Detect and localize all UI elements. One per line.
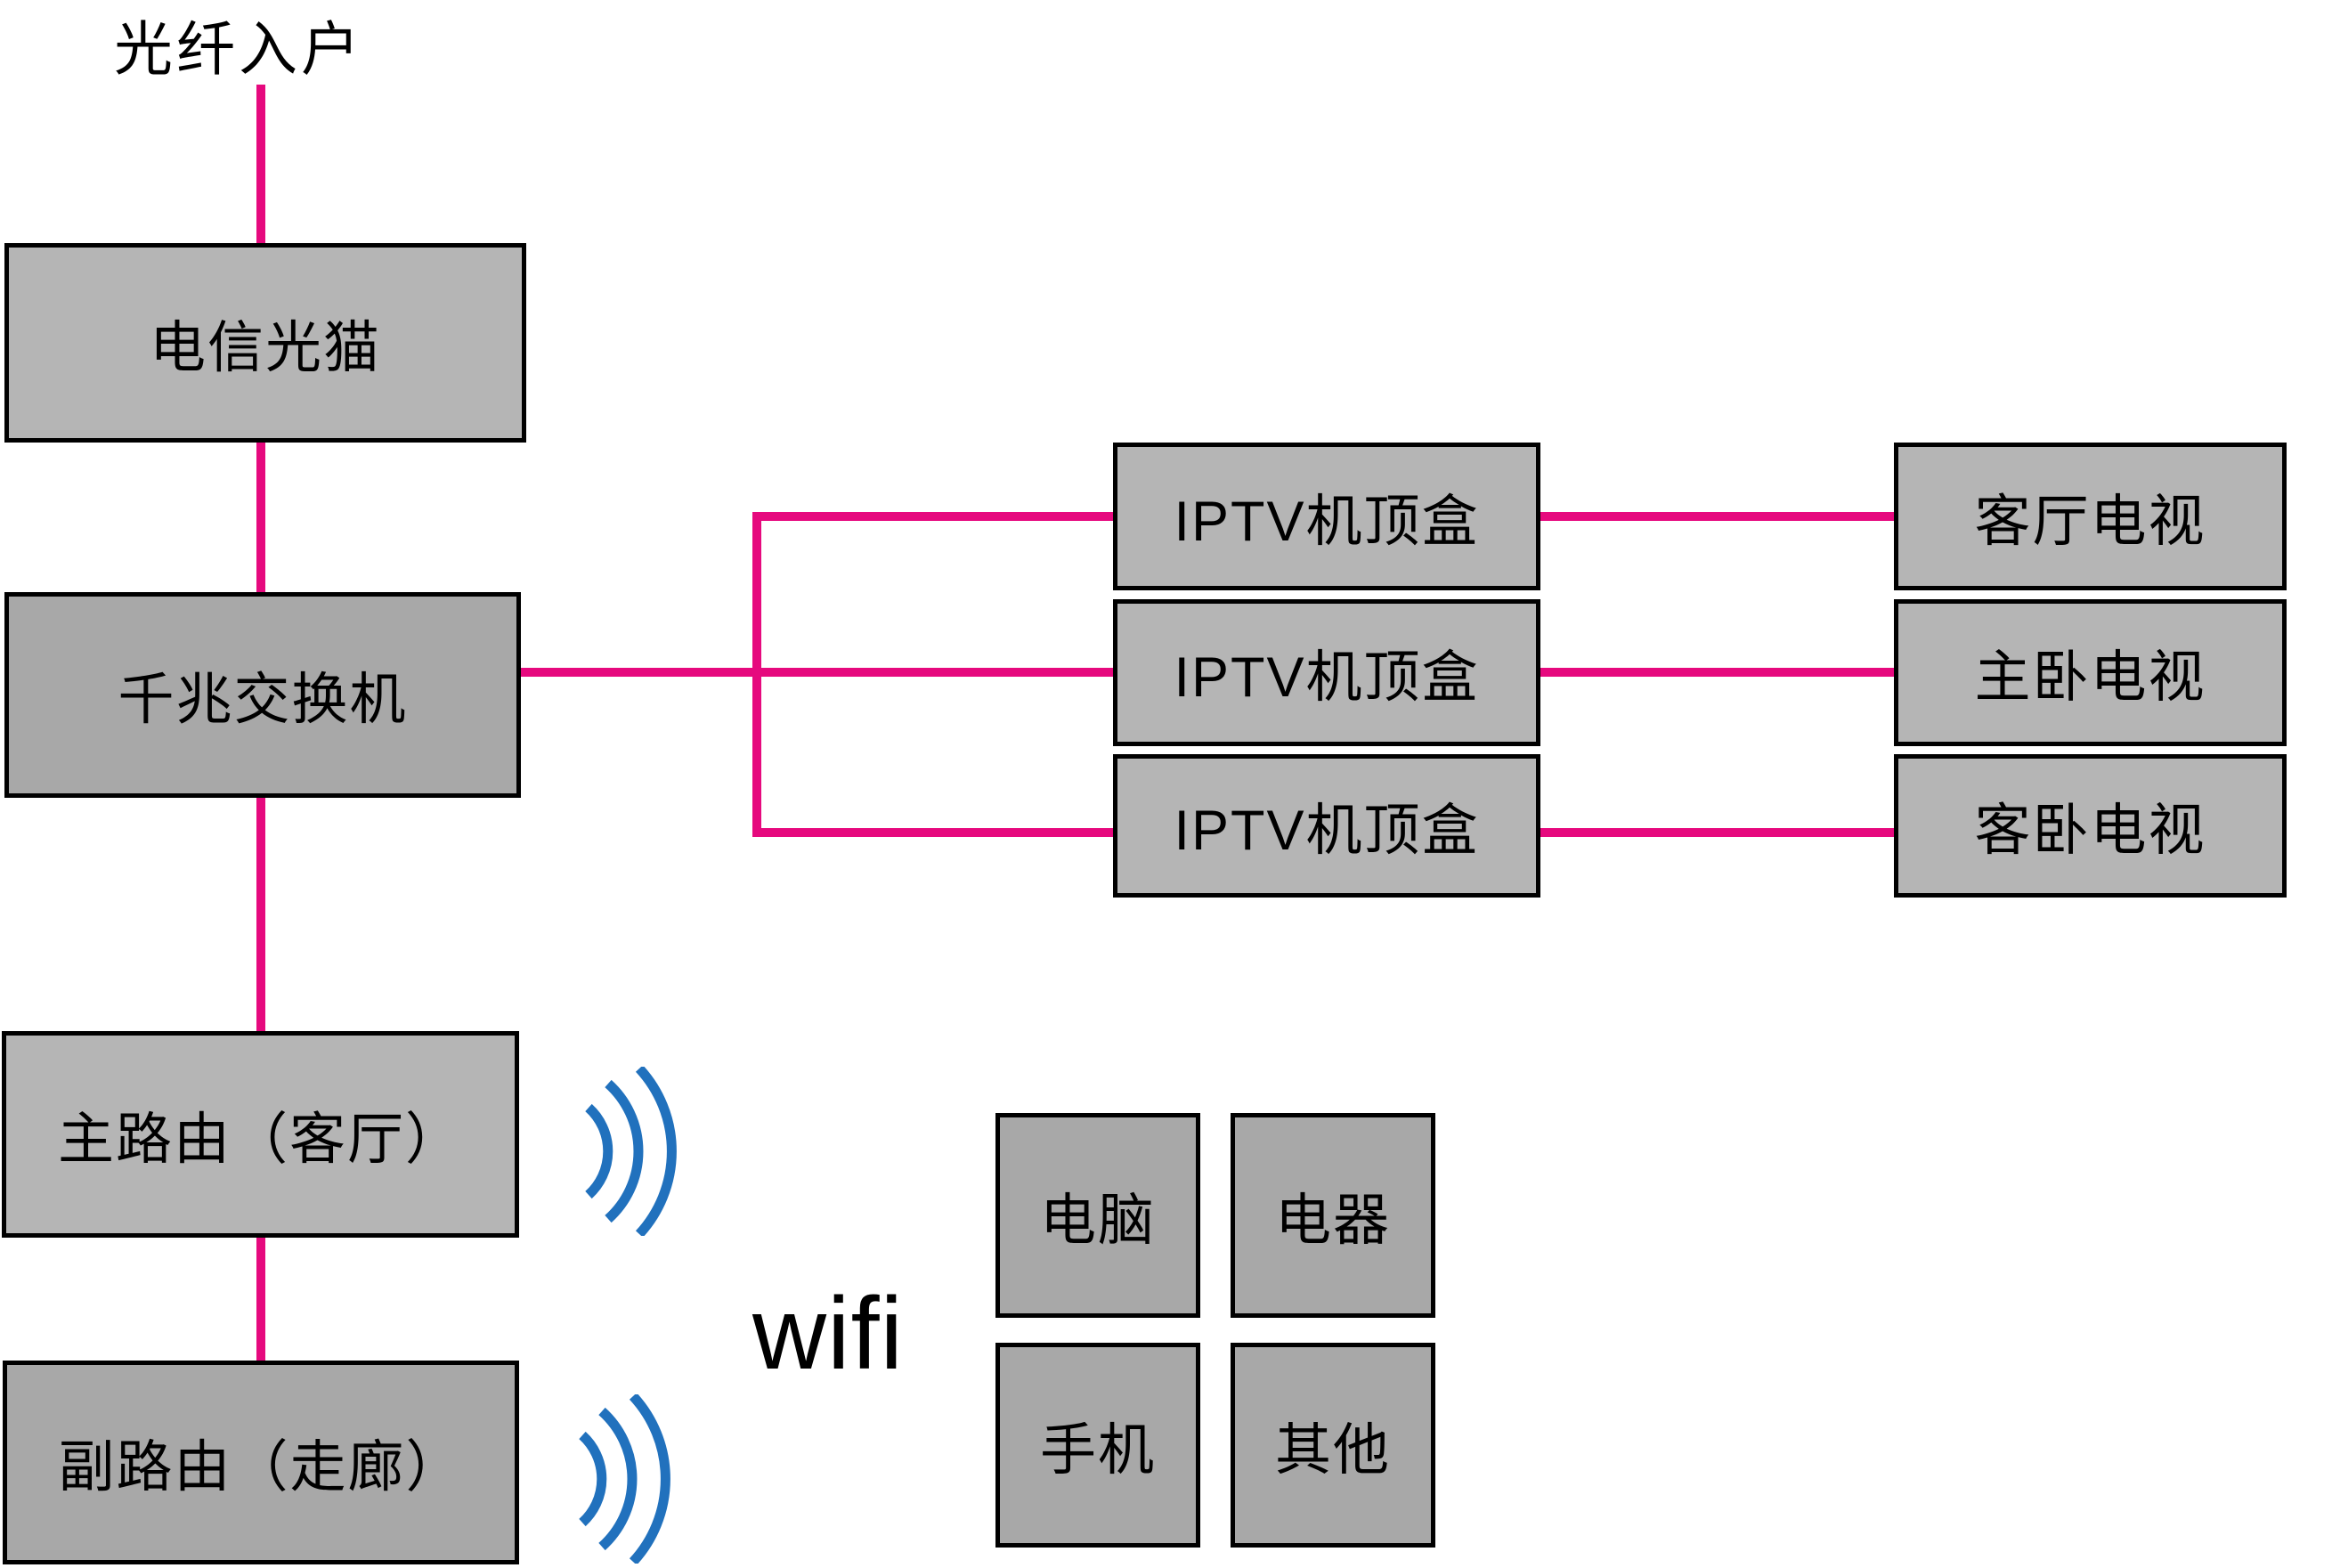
node-device-phone: 手机 bbox=[995, 1343, 1200, 1548]
link-iptv3-tv-guest bbox=[1540, 828, 1894, 837]
node-tv-master-bedroom: 主卧电视 bbox=[1894, 599, 2287, 746]
node-tv-living-room: 客厅电视 bbox=[1894, 443, 2287, 590]
node-device-computer: 电脑 bbox=[995, 1113, 1200, 1318]
node-device-other-label: 其他 bbox=[1275, 1418, 1391, 1482]
link-switch-router-main bbox=[256, 798, 265, 1031]
node-device-computer-label: 电脑 bbox=[1040, 1189, 1156, 1252]
link-modem-switch bbox=[256, 443, 265, 592]
node-iptv-box-2-label: IPTV机顶盒 bbox=[1174, 646, 1480, 709]
node-tv-guest-bedroom: 客卧电视 bbox=[1894, 754, 2287, 898]
wifi-signal-icon-main bbox=[585, 1067, 677, 1236]
link-iptv1-tv-living bbox=[1540, 512, 1894, 521]
link-junction-iptv3 bbox=[752, 828, 1113, 837]
node-tv-guest-bedroom-label: 客卧电视 bbox=[1974, 800, 2206, 862]
node-telecom-modem: 电信光猫 bbox=[4, 243, 526, 443]
node-tv-living-room-label: 客厅电视 bbox=[1974, 490, 2206, 553]
iptv-junction-riser bbox=[752, 512, 761, 837]
node-device-appliance: 电器 bbox=[1231, 1113, 1435, 1318]
link-iptv2-tv-master bbox=[1540, 668, 1894, 677]
wifi-label: wifi bbox=[752, 1277, 905, 1391]
link-fiber-modem bbox=[256, 85, 265, 243]
node-router-main-label: 主路由（客厅） bbox=[58, 1108, 463, 1171]
node-iptv-box-3: IPTV机顶盒 bbox=[1113, 754, 1540, 898]
node-telecom-modem-label: 电信光猫 bbox=[150, 316, 381, 379]
link-switch-iptv2 bbox=[521, 668, 1113, 677]
node-gigabit-switch: 千兆交换机 bbox=[4, 592, 521, 798]
node-router-main: 主路由（客厅） bbox=[2, 1031, 519, 1238]
node-device-appliance-label: 电器 bbox=[1275, 1189, 1391, 1252]
node-gigabit-switch-label: 千兆交换机 bbox=[118, 669, 408, 731]
node-tv-master-bedroom-label: 主卧电视 bbox=[1974, 646, 2206, 709]
node-router-sub-label: 副路由（走廊） bbox=[58, 1436, 464, 1499]
fiber-entry-label: 光纤入户 bbox=[114, 16, 363, 82]
node-device-phone-label: 手机 bbox=[1040, 1418, 1156, 1482]
node-router-sub: 副路由（走廊） bbox=[3, 1361, 519, 1564]
link-router-main-sub bbox=[256, 1238, 265, 1361]
node-iptv-box-3-label: IPTV机顶盒 bbox=[1174, 800, 1480, 862]
wifi-signal-icon-sub bbox=[579, 1394, 670, 1564]
link-junction-iptv1 bbox=[752, 512, 1113, 521]
node-iptv-box-1-label: IPTV机顶盒 bbox=[1174, 490, 1480, 553]
node-iptv-box-2: IPTV机顶盒 bbox=[1113, 599, 1540, 746]
node-device-other: 其他 bbox=[1231, 1343, 1435, 1548]
node-iptv-box-1: IPTV机顶盒 bbox=[1113, 443, 1540, 590]
